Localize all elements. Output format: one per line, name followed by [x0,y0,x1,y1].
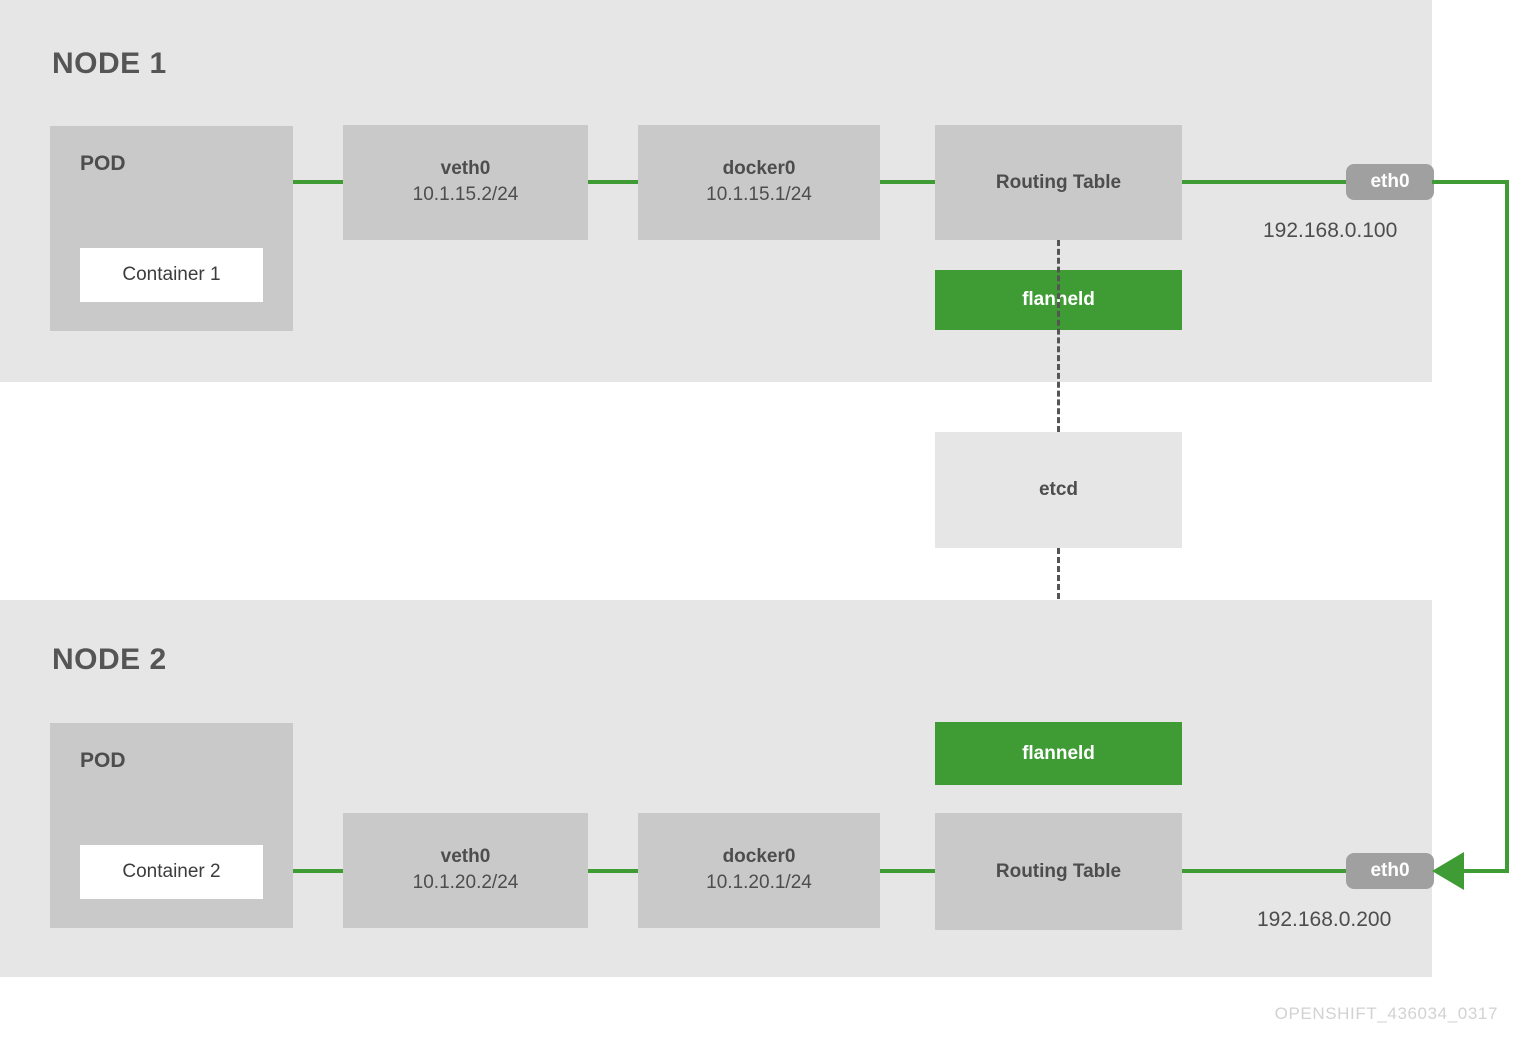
node-1-title: NODE 1 [52,47,167,80]
link-node1-veth0-to-docker0 [588,180,638,184]
etcd-label: etcd [1038,479,1079,501]
node-2-flanneld-box: flanneld [935,722,1182,785]
link-node1-flanneld-to-etcd [1057,240,1060,432]
node-1-routing-table-box: Routing Table [935,125,1182,240]
node-1-veth0-name: veth0 [440,157,491,179]
node-1-pod: POD Container 1 [50,126,293,331]
node-2-veth0-box: veth0 10.1.20.2/24 [343,813,588,928]
node-2-docker0-ip: 10.1.20.1/24 [706,871,812,893]
node-2-routing-table-label: Routing Table [995,860,1122,882]
link-node1-docker0-to-routing-table [880,180,935,184]
link-node1-pod-to-veth0 [293,180,343,184]
node-1-veth0-box: veth0 10.1.15.2/24 [343,125,588,240]
node-2-eth0-label: eth0 [1370,860,1410,881]
etcd-box: etcd [935,432,1182,548]
node-1-pod-label: POD [80,152,126,175]
link-node2-pod-to-veth0 [293,869,343,873]
node-2-pod-label: POD [80,749,126,772]
node-2-docker0-name: docker0 [722,845,796,867]
node-1-veth0-ip: 10.1.15.2/24 [412,183,519,205]
link-node1-eth0-to-trunk [1432,180,1509,184]
link-node2-docker0-to-routing-table [880,869,935,873]
link-trunk-to-node2-eth0 [1462,869,1509,873]
node-2-flanneld-label: flanneld [1022,742,1095,764]
link-node2-routing-table-to-eth0 [1182,869,1346,873]
node-1-container: Container 1 [80,248,263,302]
footer-code: OPENSHIFT_436034_0317 [1274,1004,1498,1023]
node-1-docker0-name: docker0 [722,157,796,179]
node-2-veth0-name: veth0 [440,845,491,867]
node-2-title: NODE 2 [52,643,167,676]
node-1-eth0-badge: eth0 [1346,164,1434,200]
node-2-docker0-box: docker0 10.1.20.1/24 [638,813,880,928]
node-2-veth0-ip: 10.1.20.2/24 [412,871,519,893]
node-2-routing-table-box: Routing Table [935,813,1182,930]
node-1-eth0-ip: 192.168.0.100 [1263,219,1398,242]
node-2-eth0-badge: eth0 [1346,853,1434,889]
link-external-trunk [1505,180,1509,873]
node-1-docker0-ip: 10.1.15.1/24 [706,183,812,205]
node-1-eth0-label: eth0 [1370,171,1410,192]
node-2-pod: POD Container 2 [50,723,293,928]
node-2-container: Container 2 [80,845,263,899]
node-1-routing-table-label: Routing Table [995,171,1122,193]
arrow-left-icon [1432,852,1464,890]
node-2-eth0-ip: 192.168.0.200 [1257,908,1392,931]
node-1-docker0-box: docker0 10.1.15.1/24 [638,125,880,240]
link-node2-veth0-to-docker0 [588,869,638,873]
link-node1-routing-table-to-eth0 [1182,180,1346,184]
